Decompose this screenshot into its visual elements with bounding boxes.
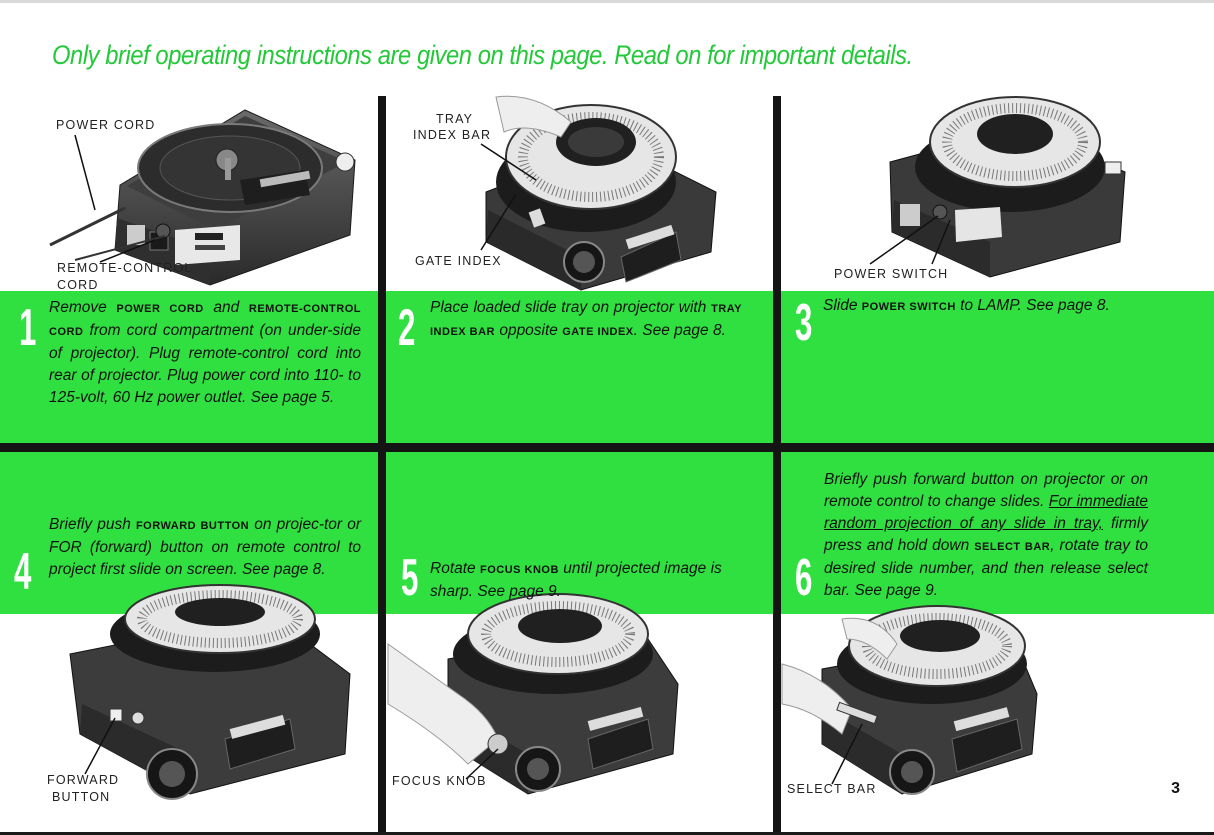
projector-photo-power-switch: [869, 96, 1126, 278]
label-remote-control-cord: CORD: [57, 278, 99, 292]
label-forward: FORWARD: [47, 773, 120, 787]
step-number-4: 4: [14, 543, 32, 601]
horizontal-divider: [0, 443, 1214, 452]
projector-photo-forward-button: [69, 584, 351, 800]
label-focus-knob: FOCUS KNOB: [392, 774, 487, 788]
step-2-text: Place loaded slide tray on projector wit…: [430, 299, 742, 339]
label-select-bar: SELECT BAR: [787, 782, 877, 796]
step-3-text: Slide POWER SWITCH to LAMP. See page 8.: [823, 297, 1110, 314]
label-tray: TRAY: [436, 112, 474, 126]
top-edge: [0, 0, 1214, 3]
step-6-text: Briefly push forward button on projector…: [824, 471, 1148, 599]
step-number-6: 6: [795, 549, 813, 607]
vertical-divider-left: [378, 96, 386, 835]
label-index-bar: INDEX BAR: [413, 128, 492, 142]
page-number: 3: [1171, 780, 1180, 797]
step-number-5: 5: [401, 549, 419, 607]
page-header: Only brief operating instructions are gi…: [52, 40, 913, 70]
label-remote-control: REMOTE-CONTROL: [57, 261, 193, 275]
step-4-text: Briefly push FORWARD BUTTON on projec-to…: [49, 516, 361, 578]
step-number-2: 2: [398, 299, 416, 357]
label-power-cord: POWER CORD: [56, 118, 156, 132]
step-5-text: Rotate FOCUS KNOB until projected image …: [430, 560, 722, 600]
green-band-top: [0, 291, 1214, 443]
bottom-edge: [0, 832, 1214, 835]
label-button: BUTTON: [52, 790, 111, 804]
projector-photo-select-bar: [781, 605, 1038, 795]
label-power-switch: POWER SWITCH: [834, 267, 949, 281]
step-number-3: 3: [795, 294, 813, 352]
vertical-divider-right: [773, 96, 781, 835]
step-number-1: 1: [19, 299, 37, 357]
projector-photo-cord-compartment: [49, 109, 356, 286]
projector-photo-focus-knob: [387, 593, 679, 795]
projector-photo-tray-placement: [480, 95, 717, 291]
step-1-text: Remove POWER CORD and REMOTE-CONTROL COR…: [49, 299, 361, 406]
label-gate-index: GATE INDEX: [415, 254, 502, 268]
